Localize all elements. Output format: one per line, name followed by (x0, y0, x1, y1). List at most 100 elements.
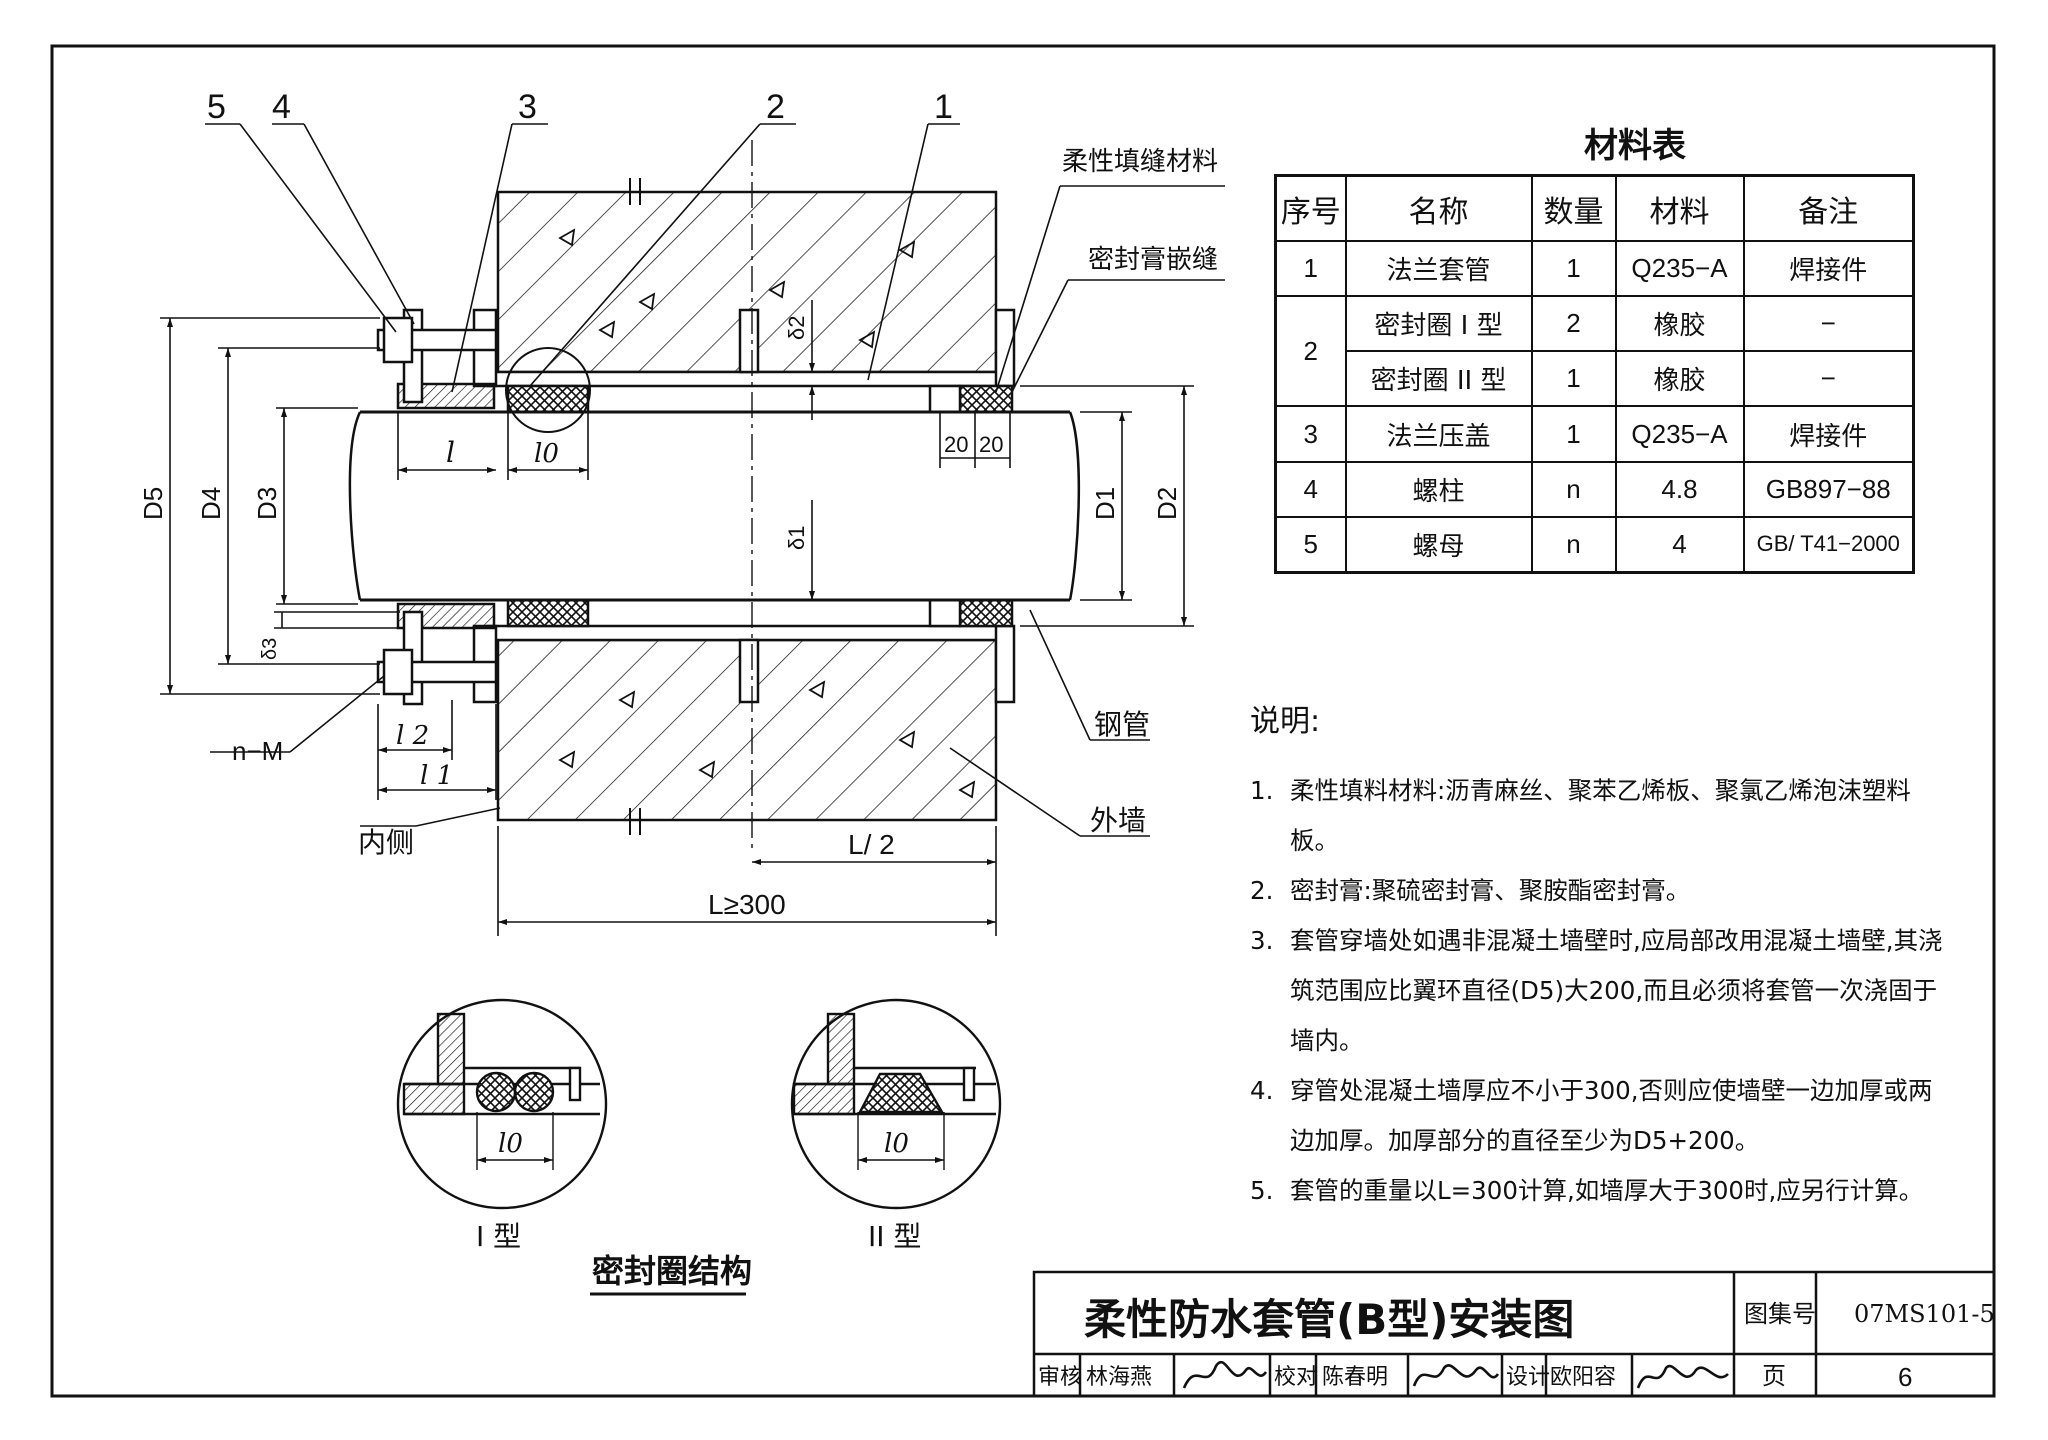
dim-D1: D1 (1090, 487, 1120, 520)
dim-20b: 20 (979, 432, 1003, 457)
callout-3: 3 (518, 88, 537, 126)
label-outer-wall: 外墙 (1090, 804, 1146, 837)
table-row: 1 法兰套管 1 Q235−A 焊接件 (1274, 240, 1915, 298)
row-remark: − (1742, 350, 1915, 408)
dim-d2: δ2 (784, 316, 809, 340)
row-material: Q235−A (1614, 405, 1745, 463)
dim-20a: 20 (944, 432, 968, 457)
note-text: 柔性填料材料:沥青麻丝、聚苯乙烯板、聚氯乙烯泡沫塑料板。 (1290, 776, 1911, 855)
review-label: 审核 (1038, 1365, 1082, 1390)
atlas-number: 07MS101-5 (1854, 1300, 1995, 1328)
callout-1: 1 (934, 88, 953, 126)
note-item: 5.套管的重量以L=300计算,如墙厚大于300时,应另行计算。 (1250, 1166, 1950, 1216)
sealant-outer-lower (958, 598, 1014, 628)
reviewer-name: 林海燕 (1086, 1365, 1152, 1390)
dim-l: l (446, 436, 455, 469)
leader-lines (205, 123, 1225, 837)
note-number: 3. (1250, 926, 1274, 955)
seal-detail-type-1 (396, 998, 608, 1210)
header-no: 序号 (1274, 174, 1347, 243)
note-number: 4. (1250, 1076, 1274, 1105)
page-label: 页 (1762, 1362, 1786, 1390)
dim-D3: D3 (252, 487, 282, 520)
atlas-label: 图集号 (1744, 1300, 1816, 1328)
row-no: 2 (1274, 295, 1347, 408)
dim-D2: D2 (1152, 487, 1182, 520)
row-material: Q235−A (1614, 240, 1745, 298)
dim-D4: D4 (196, 487, 226, 520)
note-number: 2. (1250, 876, 1274, 905)
row-material: 4 (1614, 515, 1745, 574)
row-no: 3 (1274, 405, 1347, 463)
callout-5: 5 (207, 88, 226, 126)
row-qty: 1 (1530, 350, 1617, 408)
row-name: 螺柱 (1344, 460, 1533, 518)
note-item: 2.密封膏:聚硫密封膏、聚胺酯密封膏。 (1250, 866, 1950, 916)
row-qty: 1 (1530, 405, 1617, 463)
reviewer-signature (1182, 1360, 1268, 1389)
seal-detail-type-2 (790, 998, 1002, 1210)
row-qty: 1 (1530, 240, 1617, 298)
label-inner-side: 内侧 (358, 826, 414, 859)
material-table-header: 序号 名称 数量 材料 备注 (1274, 174, 1915, 243)
note-item: 3. 套管穿墙处如遇非混凝土墙壁时,应局部改用混凝土墙壁,其浇筑范围应比翼环直径(… (1250, 916, 1950, 1066)
material-table-title: 材料表 (1584, 126, 1686, 166)
header-name: 名称 (1344, 174, 1533, 243)
aggregate-marks (558, 228, 976, 799)
row-material: 橡胶 (1614, 350, 1745, 408)
header-remark: 备注 (1742, 174, 1915, 243)
title-block (1032, 1270, 1996, 1398)
row-remark: 焊接件 (1742, 240, 1915, 298)
seal-detail-l0-1: l0 (498, 1129, 523, 1159)
note-text: 穿管处混凝土墙厚应不小于300,否则应使墙壁一边加厚或两边加厚。加厚部分的直径至… (1290, 1076, 1933, 1155)
note-number: 1. (1250, 776, 1274, 805)
notes-section: 说明: 1.柔性填料材料:沥青麻丝、聚苯乙烯板、聚氯乙烯泡沫塑料板。 2.密封膏… (1250, 696, 1950, 1216)
checker-name: 陈春明 (1322, 1365, 1388, 1390)
dimension-lines (160, 300, 1194, 936)
dim-l0: l0 (534, 439, 559, 469)
label-sealant-joint: 密封膏嵌缝 (1088, 245, 1218, 275)
row-material: 4.8 (1614, 460, 1745, 518)
label-bolt-spec: n−M (232, 736, 283, 766)
table-row: 4 螺柱 n 4.8 GB897−88 (1274, 460, 1915, 518)
note-text: 套管的重量以L=300计算,如墙厚大于300时,应另行计算。 (1290, 1176, 1924, 1205)
callout-4: 4 (272, 88, 291, 126)
table-row: 2 密封圈 I 型 2 橡胶 − (1274, 295, 1915, 408)
row-name: 法兰套管 (1344, 240, 1533, 298)
steel-pipe (360, 410, 1070, 602)
note-item: 1. 柔性填料材料:沥青麻丝、聚苯乙烯板、聚氯乙烯泡沫塑料板。 (1250, 766, 1950, 866)
row-remark: GB/ T41−2000 (1742, 515, 1915, 574)
checker-signature (1412, 1364, 1500, 1387)
row-name: 法兰压盖 (1344, 405, 1533, 463)
label-steel-pipe: 钢管 (1094, 708, 1150, 741)
label-flexible-filler: 柔性填缝材料 (1062, 147, 1218, 177)
seal-detail-type-1-label: I 型 (476, 1220, 521, 1253)
callout-2: 2 (766, 88, 785, 126)
row-remark: GB897−88 (1742, 460, 1915, 518)
row-qty: n (1530, 460, 1617, 518)
wing-ring-upper (738, 308, 760, 374)
sealant-outer-upper (958, 384, 1014, 414)
seal-detail-l0-2: l0 (884, 1129, 909, 1159)
dim-d1: δ1 (784, 526, 809, 550)
note-item: 4. 穿管处混凝土墙厚应不小于300,否则应使墙壁一边加厚或两边加厚。加厚部分的直… (1250, 1066, 1950, 1166)
seal-ring-inner-lower (506, 598, 590, 628)
check-label: 校对 (1274, 1365, 1318, 1390)
row-no: 5 (1274, 515, 1347, 574)
note-text: 套管穿墙处如遇非混凝土墙壁时,应局部改用混凝土墙壁,其浇筑范围应比翼环直径(D5… (1290, 926, 1943, 1055)
designer-signature (1636, 1364, 1729, 1389)
material-table: 序号 名称 数量 材料 备注 1 法兰套管 1 Q235−A 焊接件 2 密封圈… (1274, 174, 1915, 574)
design-label: 设计 (1506, 1365, 1550, 1390)
table-row: 3 法兰压盖 1 Q235−A 焊接件 (1274, 405, 1915, 463)
notes-list: 1. 柔性填料材料:沥青麻丝、聚苯乙烯板、聚氯乙烯泡沫塑料板。 2.密封膏:聚硫密… (1250, 766, 1950, 1216)
main-section-view (348, 140, 1081, 850)
header-material: 材料 (1614, 174, 1745, 243)
seal-ring-inner-upper (506, 384, 590, 414)
row-material: 橡胶 (1614, 295, 1745, 353)
row-name: 密封圈 II 型 (1344, 350, 1533, 408)
wing-ring-lower (738, 638, 760, 704)
dim-l2: l 2 (396, 721, 429, 751)
sheet-border (50, 44, 1996, 1398)
designer-name: 欧阳容 (1550, 1365, 1616, 1390)
row-qty: 2 (1530, 295, 1617, 353)
